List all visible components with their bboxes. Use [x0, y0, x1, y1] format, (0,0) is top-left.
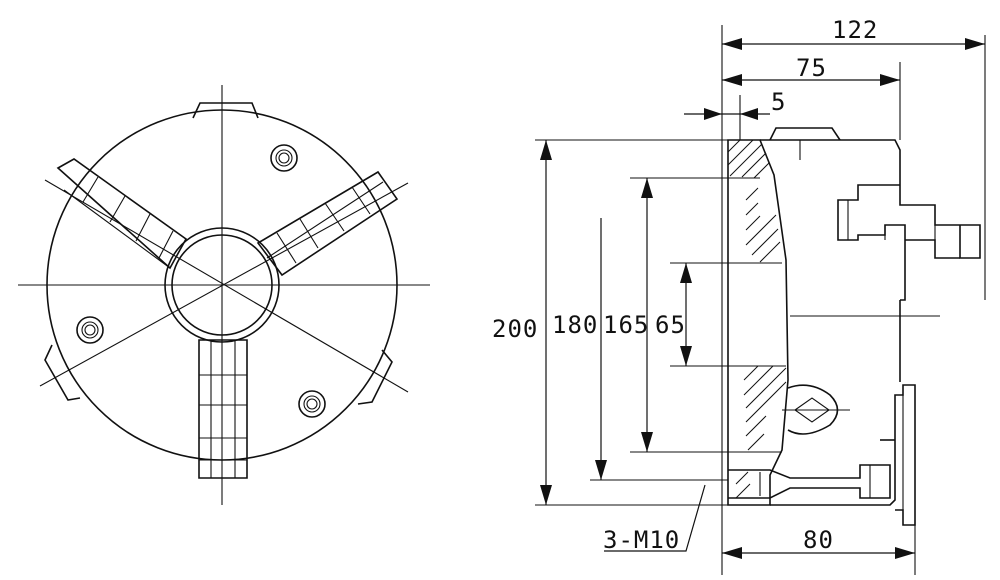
leader-3-m10: [604, 484, 706, 552]
label-80: 80: [803, 526, 834, 554]
label-165: 165: [603, 311, 649, 339]
side-key-hole: [782, 384, 850, 435]
bolt-hole-top-right: [270, 144, 298, 172]
side-jaw-upper: [837, 184, 981, 301]
bolt-hole-bottom-right: [298, 390, 326, 418]
label-75: 75: [796, 54, 827, 82]
label-180: 180: [552, 311, 598, 339]
label-5: 5: [771, 88, 786, 116]
right-key-boss: [357, 349, 393, 405]
flange-hatching: [727, 139, 787, 499]
jaw-upper-left: [56, 158, 188, 270]
side-jaw-lower: [880, 384, 916, 526]
diagonal-center-line-2: [44, 179, 409, 393]
body-bottom-outline: [770, 465, 896, 506]
bore-inner: [171, 234, 273, 336]
label-200: 200: [492, 315, 538, 343]
label-65: 65: [655, 311, 686, 339]
side-mount-screw: [728, 464, 891, 499]
front-view: [18, 85, 430, 505]
label-122: 122: [832, 16, 878, 44]
jaw-bottom: [198, 339, 248, 479]
jaw-upper-right: [256, 170, 399, 277]
bolt-hole-left: [76, 316, 104, 344]
label-3-m10: 3-M10: [603, 526, 680, 554]
left-key-boss: [44, 344, 81, 401]
side-view: [535, 25, 986, 575]
top-key-boss: [192, 102, 259, 119]
chuck-front-flange: [727, 139, 789, 506]
side-top-boss: [769, 127, 841, 141]
body-top-outline: [760, 139, 901, 185]
bore-outer: [164, 227, 280, 343]
